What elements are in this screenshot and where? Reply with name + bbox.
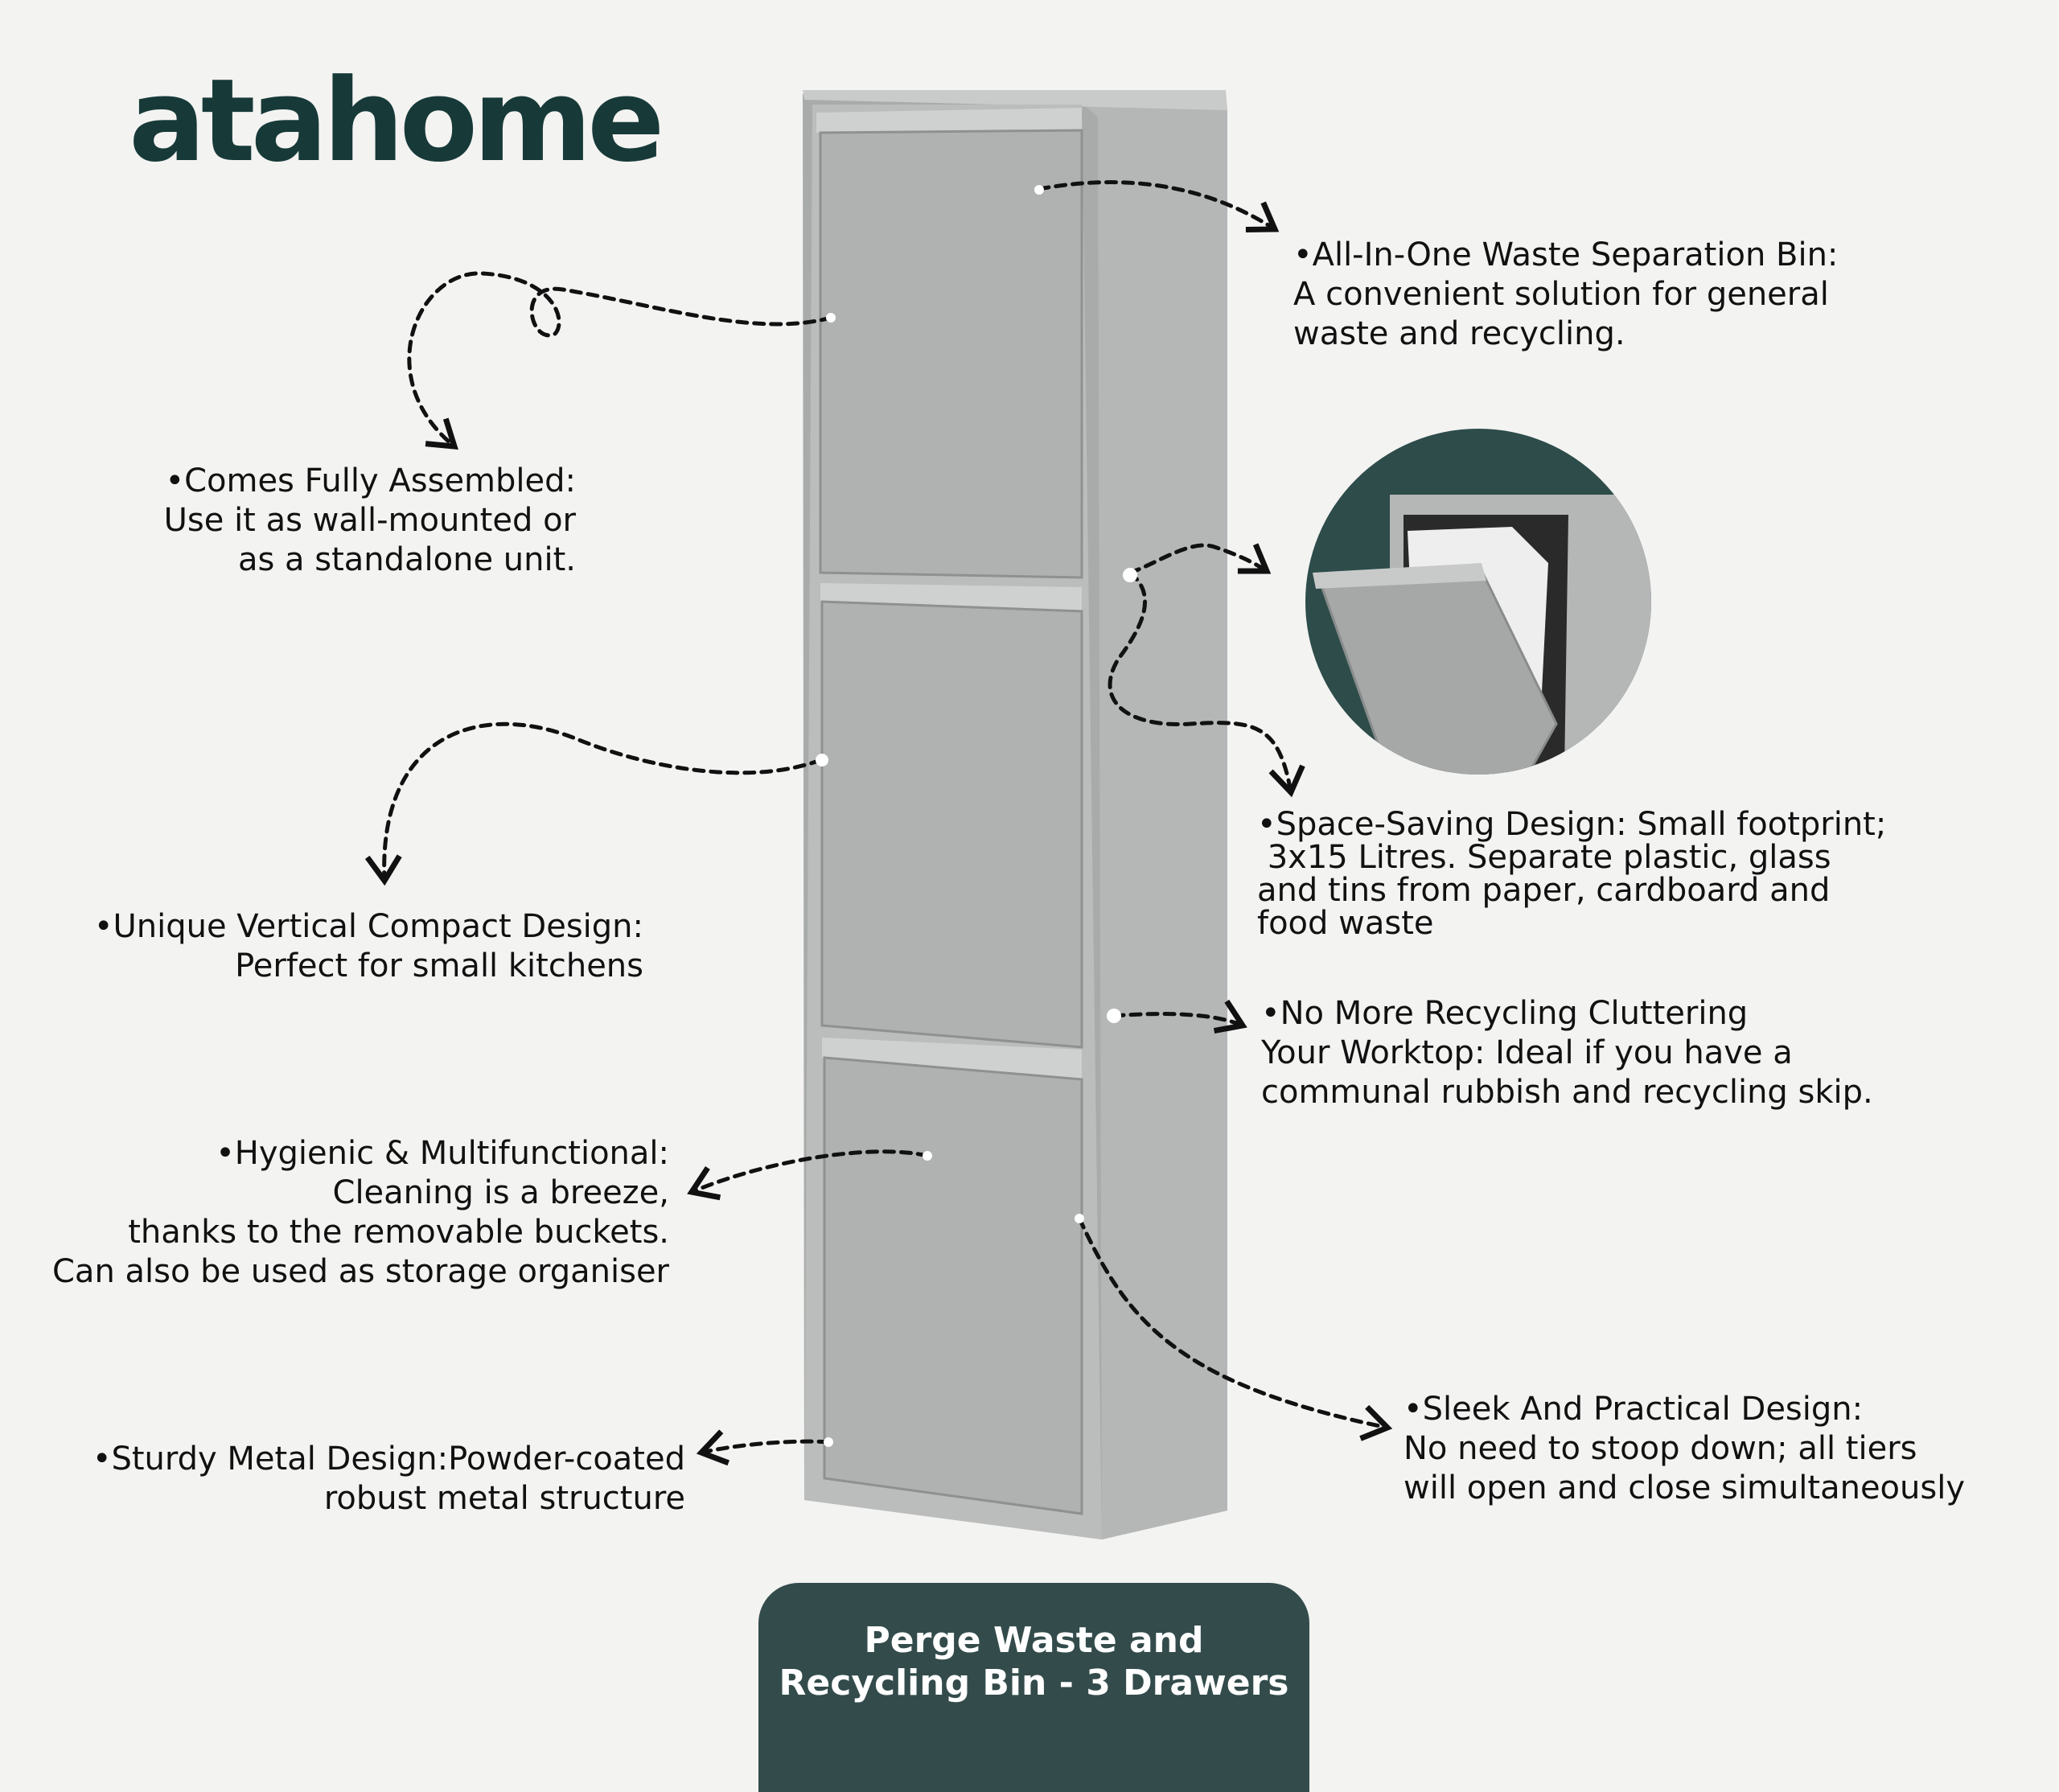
feature-line: thanks to the removable buckets. — [128, 1214, 669, 1251]
feature-heading: •Unique Vertical Compact Design: — [93, 908, 643, 945]
feature-line: as a standalone unit. — [237, 541, 576, 578]
product-title-line-2: Recycling Bin - 3 Drawers — [779, 1663, 1289, 1704]
feature-all-in-one: •All-In-One Waste Separation Bin: A conv… — [1293, 236, 1838, 354]
feature-heading: •Space-Saving Design: Small footprint; — [1257, 806, 1887, 843]
feature-line: food waste — [1257, 905, 1434, 942]
drawer-middle — [820, 583, 1083, 1049]
feature-hygienic: •Hygienic & Multifunctional: Cleaning is… — [52, 1134, 669, 1292]
feature-fully-assembled: •Comes Fully Assembled: Use it as wall-m… — [164, 462, 576, 580]
feature-vertical-compact: •Unique Vertical Compact Design: Perfect… — [94, 907, 643, 986]
feature-line: A convenient solution for general — [1293, 276, 1829, 313]
feature-line: 3x15 Litres. Separate plastic, glass — [1257, 839, 1831, 876]
feature-line: waste and recycling. — [1293, 315, 1625, 352]
feature-line: Can also be used as storage organiser — [52, 1253, 669, 1290]
bin-cabinet — [803, 90, 1227, 1539]
brand-logo: atahome — [129, 55, 664, 187]
drawer-top — [816, 108, 1083, 579]
feature-heading: •All-In-One Waste Separation Bin: — [1293, 236, 1839, 273]
feature-sturdy-metal: •Sturdy Metal Design:Powder-coated robus… — [92, 1440, 685, 1519]
drawer-bottom — [822, 1038, 1083, 1515]
open-drawer-detail — [1305, 429, 1651, 775]
feature-line: robust metal structure — [323, 1480, 685, 1517]
feature-heading: •Sturdy Metal Design:Powder-coated — [92, 1441, 685, 1478]
feature-line: No need to stoop down; all tiers — [1403, 1430, 1917, 1467]
anchor-dots — [816, 185, 1137, 1447]
feature-line: and tins from paper, cardboard and — [1257, 872, 1831, 909]
feature-heading: •No More Recycling Cluttering — [1261, 995, 1749, 1032]
feature-line: Cleaning is a breeze, — [332, 1174, 669, 1211]
feature-heading: •Comes Fully Assembled: — [165, 462, 576, 499]
feature-no-clutter: •No More Recycling Cluttering Your Workt… — [1261, 994, 1873, 1112]
product-title-line-1: Perge Waste and — [864, 1620, 1204, 1661]
feature-space-saving: •Space-Saving Design: Small footprint; 3… — [1257, 808, 1886, 940]
feature-heading: •Sleek And Practical Design: — [1403, 1391, 1864, 1428]
feature-heading: •Hygienic & Multifunctional: — [216, 1135, 669, 1172]
connector-lines — [364, 180, 1393, 1466]
feature-line: Use it as wall-mounted or — [163, 502, 576, 539]
feature-line: Perfect for small kitchens — [235, 947, 643, 984]
feature-line: Your Worktop: Ideal if you have a — [1261, 1034, 1793, 1071]
feature-line: communal rubbish and recycling skip. — [1261, 1074, 1873, 1111]
feature-line: will open and close simultaneously — [1403, 1469, 1966, 1506]
product-title-banner: Perge Waste and Recycling Bin - 3 Drawer… — [758, 1583, 1309, 1792]
feature-sleek-practical: •Sleek And Practical Design: No need to … — [1403, 1390, 1965, 1508]
